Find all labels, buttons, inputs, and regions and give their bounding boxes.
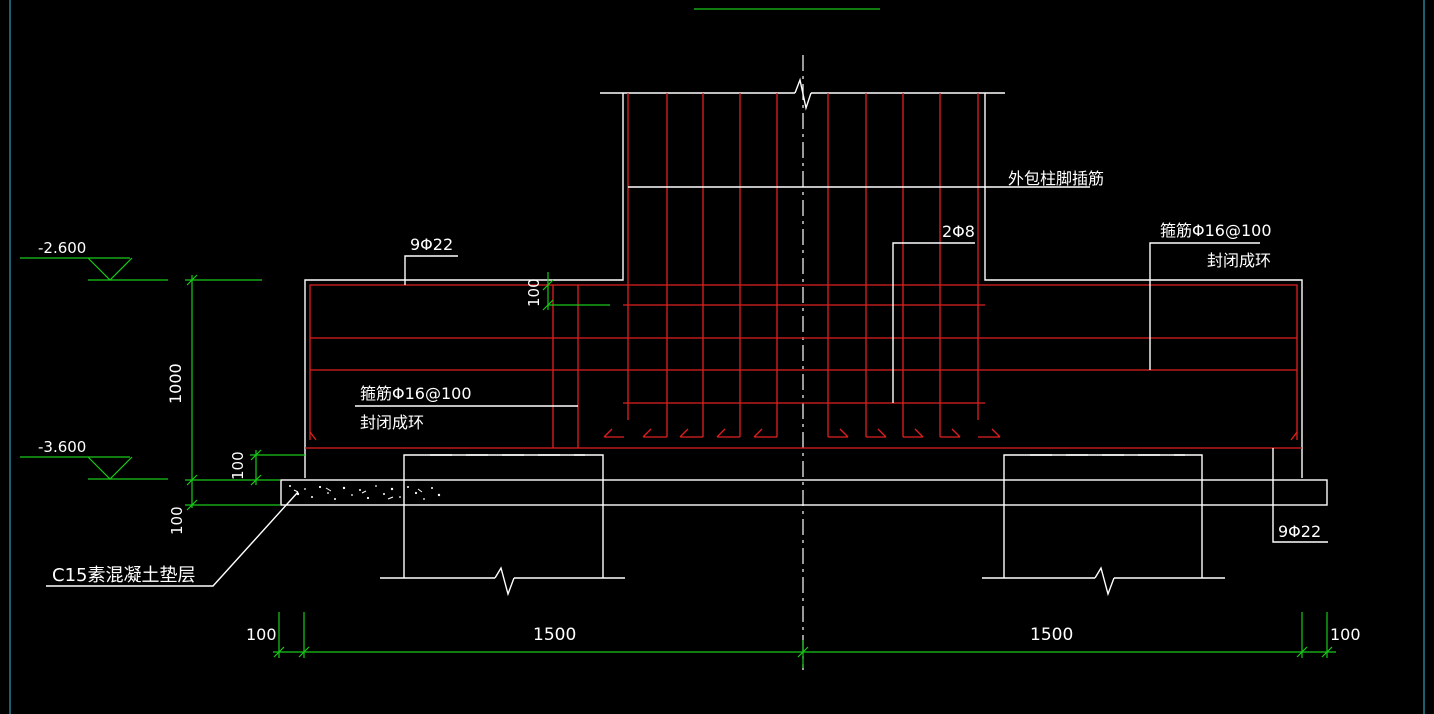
cushion-hatch <box>289 485 441 500</box>
label-column-dowel: 外包柱脚插筋 <box>1008 169 1104 188</box>
dim-height-1000: 1000 <box>166 363 185 404</box>
leader-lines <box>46 186 1328 587</box>
dim-cover-100-left: 100 <box>229 451 247 480</box>
elevation-bottom: -3.600 <box>38 438 86 456</box>
label-bar-top: 9Φ22 <box>410 235 453 254</box>
label-stirrup-right: 箍筋Φ16@100 <box>1160 221 1272 240</box>
label-stirrup-left: 箍筋Φ16@100 <box>360 384 472 403</box>
label-cushion-layer: C15素混凝土垫层 <box>52 565 195 586</box>
concrete-outline <box>280 77 1328 597</box>
label-bar-small: 2Φ8 <box>942 222 975 241</box>
dimension-lines <box>20 257 1336 668</box>
elevation-top: -2.600 <box>38 239 86 257</box>
rebar-cage <box>305 93 1302 449</box>
dim-cover-100-top: 100 <box>525 278 543 307</box>
label-bar-bottom: 9Φ22 <box>1278 522 1321 541</box>
dim-bottom-right-1500: 1500 <box>1030 625 1073 645</box>
label-closed-loop-right: 封闭成环 <box>1207 251 1271 270</box>
dim-bottom-right-100: 100 <box>1330 625 1361 644</box>
drawing-text: 外包柱脚插筋 箍筋Φ16@100 封闭成环 9Φ22 2Φ8 箍筋Φ16@100… <box>38 169 1361 645</box>
dim-bottom-left-1500: 1500 <box>533 625 576 645</box>
dim-bottom-left-100: 100 <box>246 625 277 644</box>
label-closed-loop-left: 封闭成环 <box>360 413 424 432</box>
dim-cushion-100: 100 <box>168 506 186 535</box>
